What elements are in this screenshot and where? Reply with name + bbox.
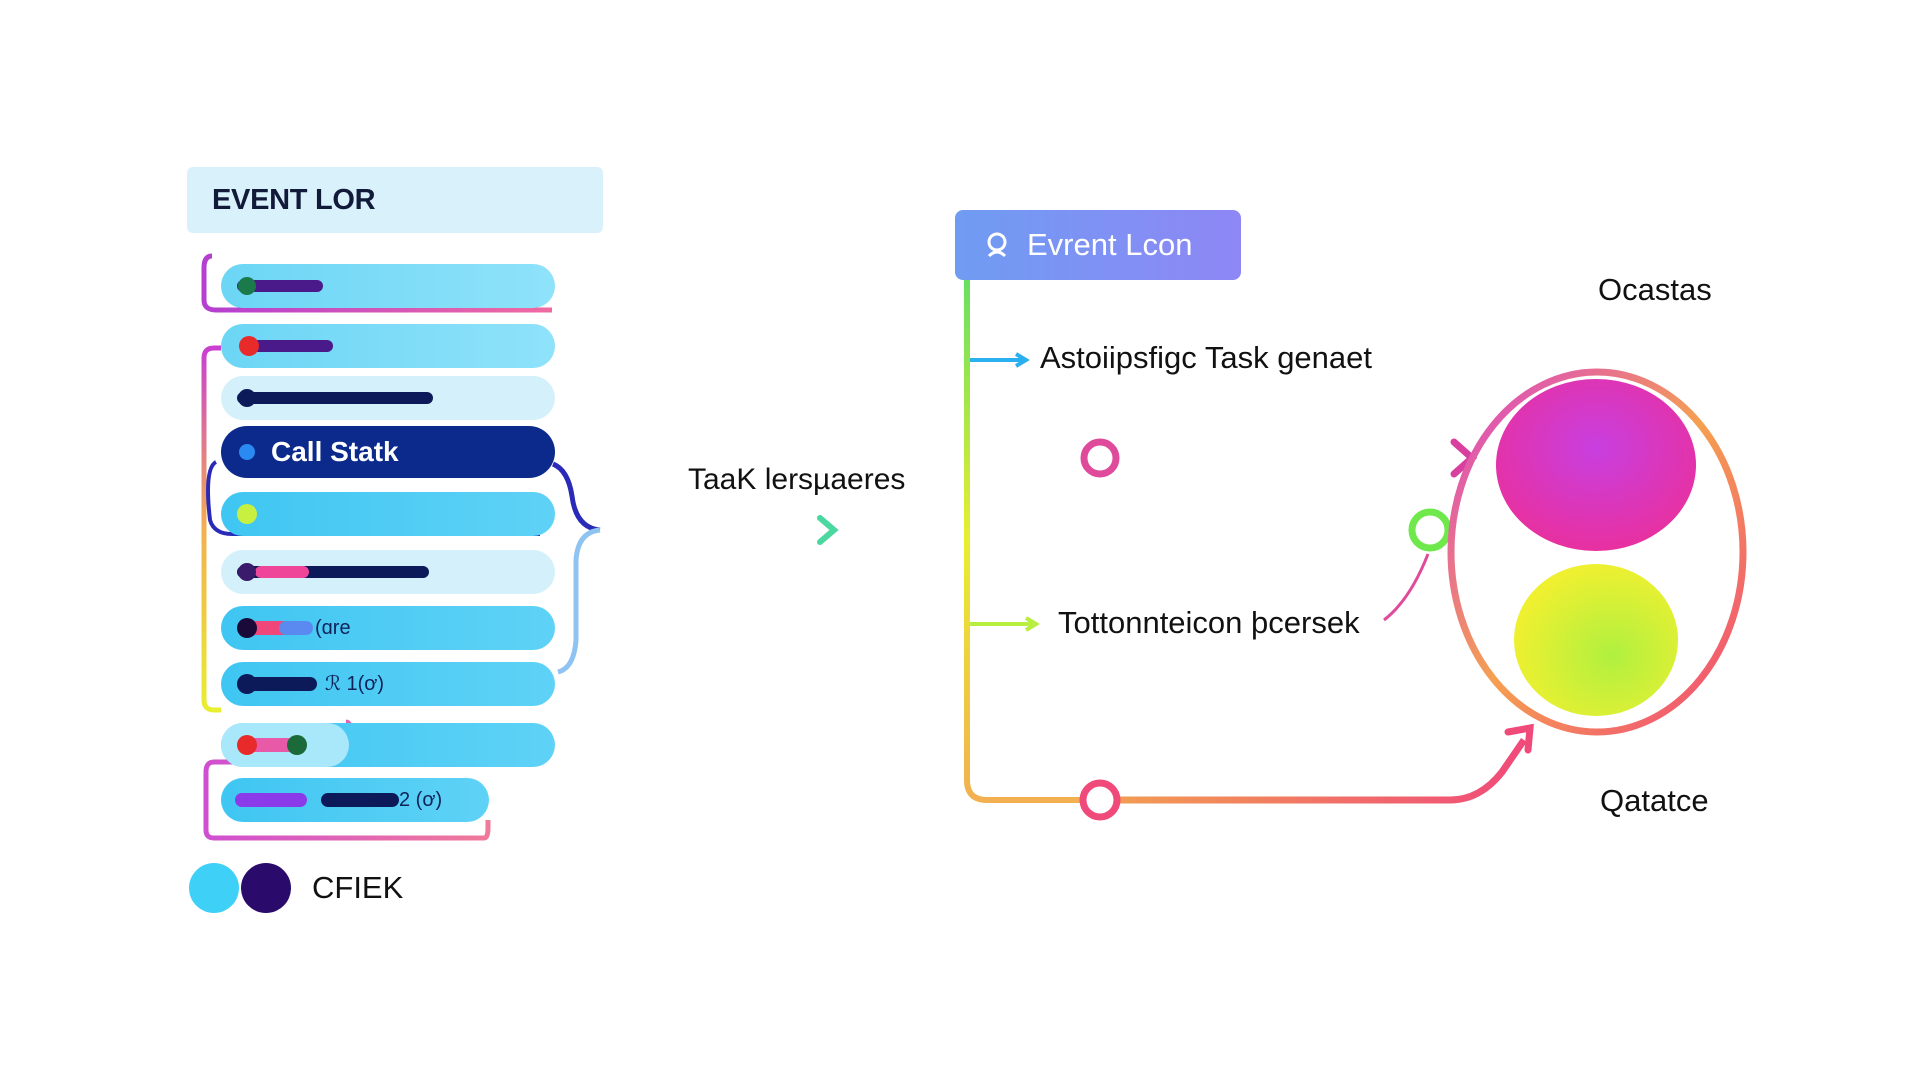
- main-flow-arrow: [817, 515, 839, 545]
- call-stack-branch: [551, 461, 601, 533]
- list-item-marks: [237, 674, 317, 694]
- list-item[interactable]: [221, 723, 555, 767]
- list-item-label: ℛ 1(ơ): [325, 673, 385, 695]
- macrotask-queue-circle: [1496, 379, 1696, 551]
- item-dot: [239, 336, 259, 356]
- transaction-arrowhead: [1024, 616, 1040, 632]
- event-loop-title: Evrent Lcon: [1027, 227, 1193, 262]
- event-list-header: EVENT LOR: [187, 167, 603, 233]
- async-task-label: Astoiipsfigc Task genaet: [1040, 340, 1373, 375]
- top-right-label: Ocastas: [1598, 272, 1712, 307]
- item-bar: [237, 677, 317, 691]
- list-item[interactable]: (ɑre: [221, 606, 555, 650]
- item-dot: [237, 504, 257, 524]
- call-stack-outline: [206, 460, 540, 536]
- item-dot: [238, 277, 256, 295]
- legend-dot-cyan: [189, 863, 239, 913]
- list-item-marks: [235, 793, 399, 807]
- item-bar: [237, 280, 323, 292]
- item-bar-accent: [321, 793, 399, 807]
- list-item[interactable]: [221, 324, 555, 368]
- list-item[interactable]: ℛ 1(ơ): [221, 662, 555, 706]
- top-pill-outline: [201, 253, 552, 313]
- item-bar: [243, 340, 333, 352]
- list-item-marks: [237, 618, 313, 638]
- macrotask-node: [1080, 438, 1120, 478]
- list-item[interactable]: 2 (ơ): [221, 778, 489, 822]
- item-bar-accent: [255, 566, 309, 578]
- event-loop-box[interactable]: Evrent Lcon: [955, 210, 1241, 280]
- item-bar: [235, 793, 307, 807]
- bottom-right-label: Qatatce: [1600, 783, 1709, 818]
- microtask-queue-circle: [1514, 564, 1678, 716]
- list-item-marks: [237, 735, 307, 755]
- microtask-line: [1100, 738, 1527, 804]
- list-item-label: 2 (ơ): [399, 789, 443, 811]
- microtask-arrowhead: [1504, 723, 1534, 754]
- lower-branch: [557, 527, 601, 675]
- item-dot: [238, 563, 256, 581]
- transaction-label: Tottonnteicon þcersek: [1058, 605, 1360, 640]
- item-bar: [237, 392, 433, 404]
- item-bar-accent: [279, 621, 313, 635]
- list-item[interactable]: [221, 264, 555, 308]
- call-stack-dot: [239, 444, 255, 460]
- search-icon: [987, 232, 1007, 258]
- queue-ring: [1447, 368, 1747, 736]
- transaction-connector: [1383, 553, 1430, 622]
- list-item-marks: [237, 504, 257, 524]
- legend-dot-purple: [241, 863, 291, 913]
- event-list-title: EVENT LOR: [212, 183, 376, 216]
- legend-label: CFIEK: [312, 870, 404, 905]
- list-item-marks: [237, 277, 323, 295]
- item-dot: [287, 735, 307, 755]
- call-stack-item[interactable]: Call Statk: [221, 426, 555, 478]
- item-dot: [238, 389, 256, 407]
- event-loop-spine: [964, 280, 1100, 803]
- item-dot: [237, 674, 257, 694]
- task-responses-label: TaaK lersµaeres: [688, 463, 906, 496]
- main-flow-node: [1408, 508, 1452, 552]
- call-stack-label: Call Statk: [271, 436, 399, 467]
- list-item[interactable]: [221, 550, 555, 594]
- item-dot: [237, 618, 257, 638]
- list-item-marks: [237, 563, 429, 581]
- item-dot: [237, 735, 257, 755]
- list-item-marks: [239, 336, 333, 356]
- async-task-arrowhead: [1014, 352, 1030, 368]
- list-item-marks: [237, 389, 433, 407]
- call-stack-marks: [239, 444, 255, 460]
- left-bracket-connector: [201, 345, 221, 713]
- list-item[interactable]: [221, 376, 555, 420]
- microtask-node: [1079, 779, 1121, 821]
- list-item-label: (ɑre: [315, 617, 351, 639]
- list-item[interactable]: [221, 492, 555, 536]
